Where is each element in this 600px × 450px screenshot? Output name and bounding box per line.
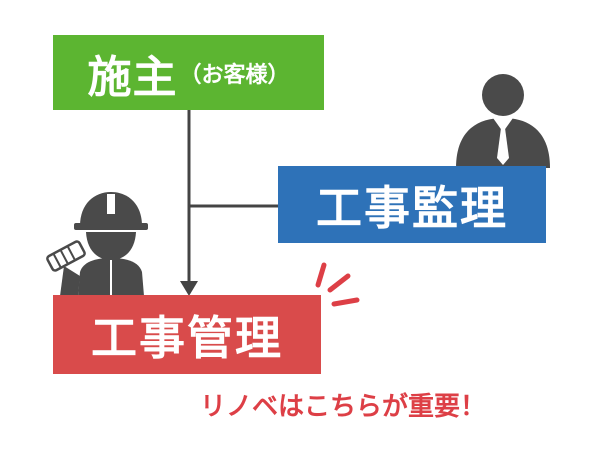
- owner-sub-label: （お客様）: [179, 62, 290, 88]
- owner-box: 施主（お客様）: [53, 35, 324, 110]
- supervision-box: 工事監理: [278, 166, 546, 243]
- emphasis-lines-icon: [315, 262, 360, 307]
- important-note: リノベはこちらが重要！: [200, 392, 487, 422]
- arrowhead: [180, 281, 198, 296]
- construction-box: 工事管理: [53, 295, 321, 374]
- construction-label: 工事管理: [91, 310, 283, 365]
- owner-label: 施主: [87, 51, 178, 103]
- construction-worker-icon: [46, 192, 148, 296]
- businessman-icon: [456, 74, 550, 168]
- supervision-label: 工事監理: [316, 180, 508, 235]
